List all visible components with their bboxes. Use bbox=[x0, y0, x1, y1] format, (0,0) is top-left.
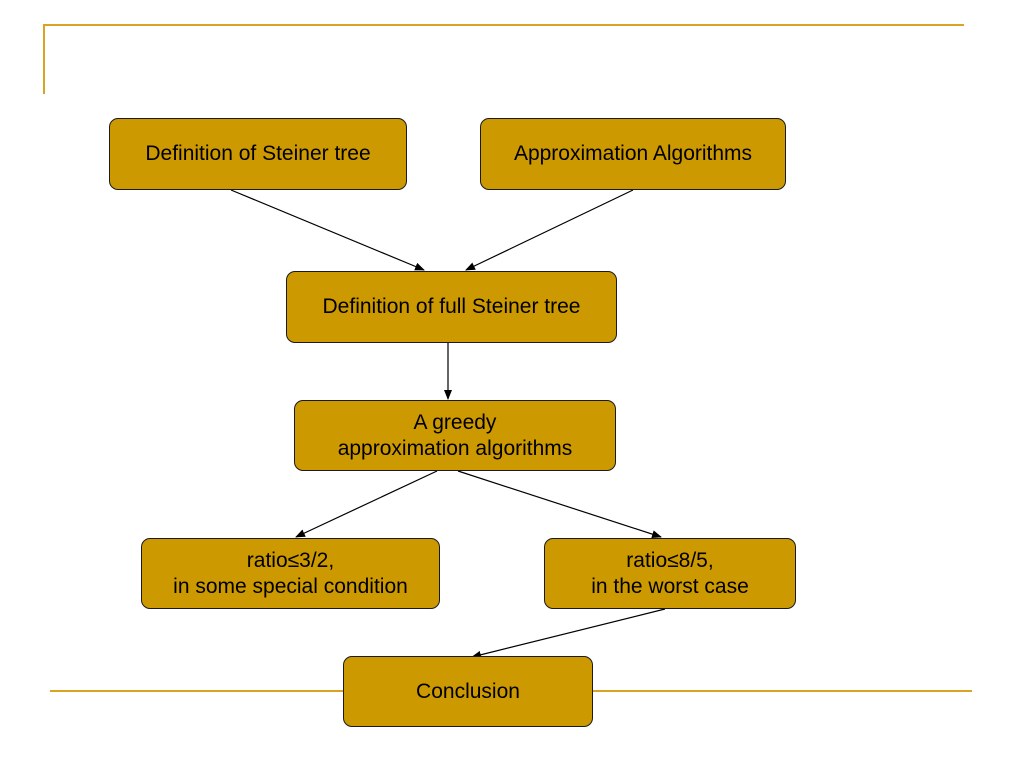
arrow-worst-to-conclusion bbox=[471, 608, 666, 659]
node-conclusion: Conclusion bbox=[343, 656, 593, 727]
node-greedy-approximation: A greedy approximation algorithms bbox=[294, 400, 616, 471]
node-approximation-algorithms: Approximation Algorithms bbox=[480, 118, 786, 190]
node-ratio-worst-case: ratio≤8/5, in the worst case bbox=[544, 538, 796, 609]
arrow-approx-to-full bbox=[465, 189, 634, 271]
arrow-steiner-to-full bbox=[230, 189, 425, 271]
node-full-steiner-tree-definition: Definition of full Steiner tree bbox=[286, 271, 617, 343]
node-steiner-tree-definition: Definition of Steiner tree bbox=[109, 118, 407, 190]
left-rule bbox=[43, 24, 45, 94]
node-ratio-special-condition: ratio≤3/2, in some special condition bbox=[141, 538, 440, 609]
arrow-greedy-to-worst bbox=[457, 470, 662, 539]
top-rule bbox=[43, 24, 964, 26]
arrow-greedy-to-special bbox=[295, 470, 438, 538]
